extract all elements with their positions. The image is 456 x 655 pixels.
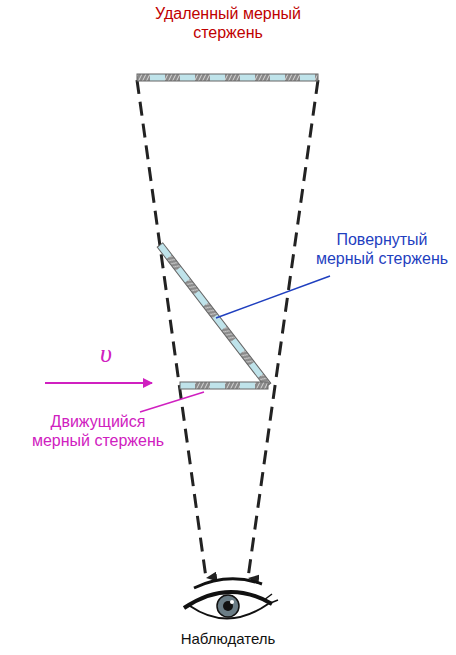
leader-line — [140, 392, 204, 412]
eye-symbol — [184, 579, 278, 619]
rod-label: Повернутый мерный стержень — [312, 230, 452, 268]
sight-lines — [137, 80, 318, 578]
velocity-symbol: υ — [86, 338, 126, 369]
rod-label: Движущийся мерный стержень — [23, 412, 173, 450]
distant-rod — [137, 74, 318, 81]
observer-label: Наблюдатель — [148, 630, 308, 648]
rod-label: Удаленный мерный стержень — [153, 4, 303, 42]
moving-rod — [180, 382, 268, 389]
rotated-rod — [157, 243, 271, 388]
leader-line — [216, 276, 330, 318]
velocity-arrow — [45, 382, 152, 384]
